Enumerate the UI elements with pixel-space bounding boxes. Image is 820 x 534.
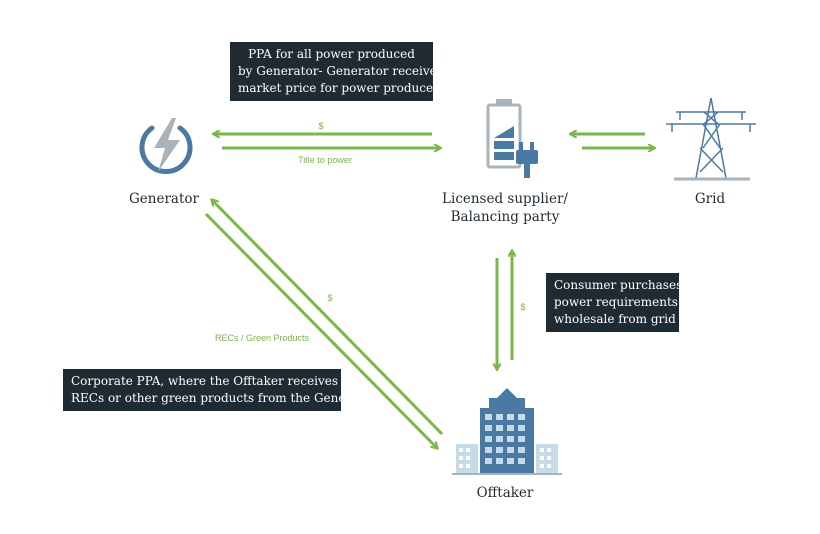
node-label-offtaker: Offtaker: [460, 484, 550, 502]
callout-corporate-line1: Corporate PPA, where the Offtaker receiv…: [71, 374, 339, 388]
offtaker-label: Offtaker: [476, 485, 534, 501]
node-label-supplier: Licensed supplier/ Balancing party: [430, 190, 580, 226]
callout-ppa: PPA for all power produced by Generator-…: [230, 42, 443, 101]
node-label-grid: Grid: [675, 190, 745, 208]
callout-consumer-line1: Consumer purchases: [554, 278, 683, 292]
callout-corporate: Corporate PPA, where the Offtaker receiv…: [63, 369, 377, 411]
callout-ppa-line3: market price for power produced: [238, 81, 441, 95]
callout-consumer-line2: power requirements: [554, 295, 678, 309]
flow-label-offtaker-to-generator: $: [327, 293, 332, 303]
flow-label-generator-to-offtaker: RECs / Green Products: [215, 333, 310, 343]
grid-label: Grid: [694, 191, 726, 207]
callout-ppa-line2: by Generator- Generator receives: [238, 64, 443, 78]
flow-label-generator-to-supplier: Title to power: [298, 155, 352, 165]
arrow-offtaker-to-generator: [212, 200, 444, 436]
flow-label-offtaker-to-supplier: $: [520, 302, 525, 312]
node-label-generator: Generator: [114, 190, 214, 208]
battery-plug-icon: [486, 99, 538, 178]
generator-label: Generator: [129, 191, 199, 207]
office-building-icon: [452, 388, 562, 475]
callout-consumer-line3: wholesale from grid: [554, 312, 676, 326]
callout-consumer: Consumer purchases power requirements wh…: [546, 273, 683, 332]
transmission-tower-icon: [666, 97, 756, 181]
supplier-label-line1: Licensed supplier/: [442, 191, 568, 207]
flow-label-supplier-to-generator: $: [318, 121, 323, 131]
arrow-generator-to-offtaker: [204, 212, 437, 448]
supplier-label-line2: Balancing party: [450, 209, 560, 225]
lightning-bolt-icon: [139, 118, 193, 174]
callout-ppa-line1: PPA for all power produced: [248, 47, 415, 61]
callout-corporate-line2: RECs or other green products from the Ge…: [71, 391, 377, 405]
